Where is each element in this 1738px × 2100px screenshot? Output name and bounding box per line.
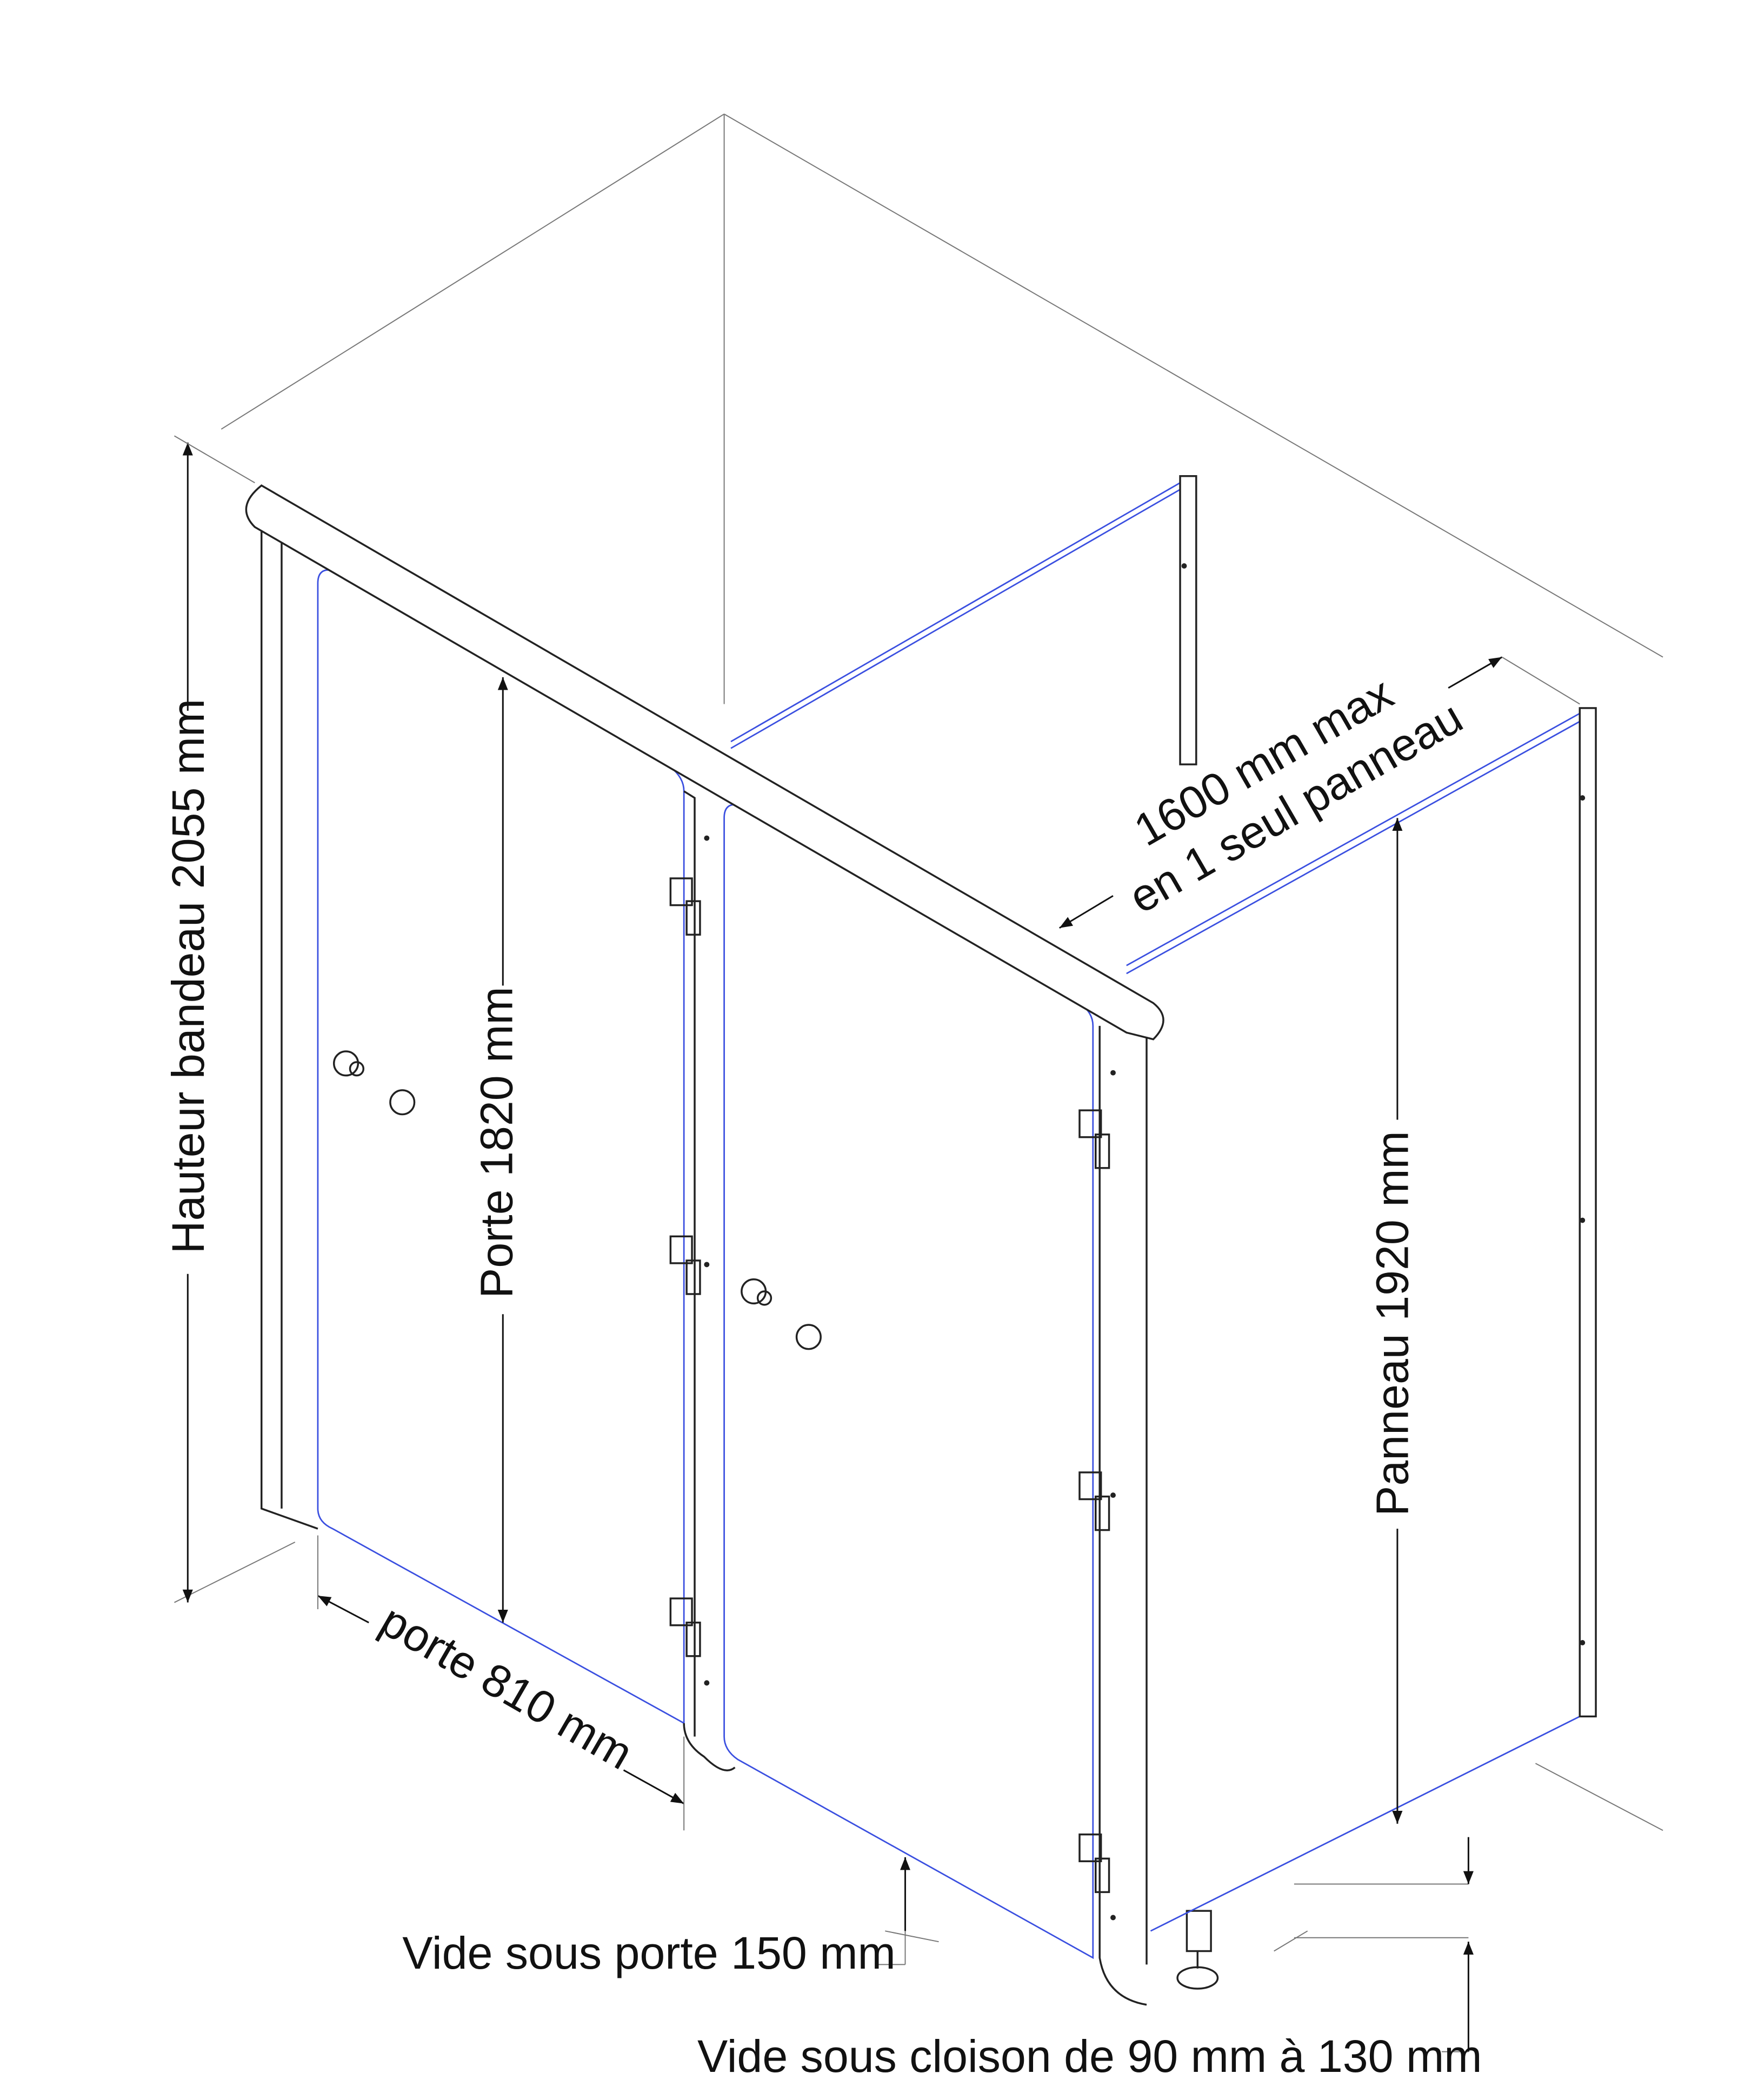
back-panel [730,475,1197,765]
left-post [261,529,318,1530]
lock-icon [332,1050,365,1077]
label-vide-porte: Vide sous porte 150 mm [402,1928,896,1978]
dim-vide-cloison: Vide sous cloison de 90 mm à 130 mm [697,1837,1482,2082]
lock-icon [741,1278,773,1306]
label-porte-hauteur: Porte 1820 mm [471,986,522,1298]
room-outline [174,114,1663,1831]
dim-porte-largeur: porte 810 mm [317,1535,685,1831]
door-right [683,804,1116,1959]
dim-vide-porte: Vide sous porte 150 mm [402,1857,939,1978]
top-rail [245,484,1164,1041]
side-panel [1126,707,1597,1932]
dim-panneau-largeur: 1600 mm max en 1 seul panneau [1058,656,1580,929]
hinge-icon [1078,1471,1110,1531]
dim-porte-hauteur: Porte 1820 mm [471,677,522,1623]
label-panneau-hauteur: Panneau 1920 mm [1367,1131,1418,1516]
handle-icon [795,1324,822,1350]
dim-hauteur-bandeau: Hauteur bandeau 2055 mm [163,435,255,1603]
hinge-icon [669,1235,701,1295]
hinge-icon [669,1597,701,1657]
door-left [317,569,710,1737]
handle-icon [389,1089,416,1116]
hinge-icon [669,877,701,936]
dim-panneau-hauteur: Panneau 1920 mm [1367,818,1418,1824]
foot-icon [1176,1910,1219,1990]
hinge-icon [1078,1109,1110,1169]
label-hauteur-bandeau: Hauteur bandeau 2055 mm [163,699,214,1254]
label-vide-cloison: Vide sous cloison de 90 mm à 130 mm [697,2031,1482,2082]
front-post [1098,1025,1219,2006]
label-porte-largeur: porte 810 mm [372,1595,642,1779]
hinge-icon [1078,1833,1110,1894]
